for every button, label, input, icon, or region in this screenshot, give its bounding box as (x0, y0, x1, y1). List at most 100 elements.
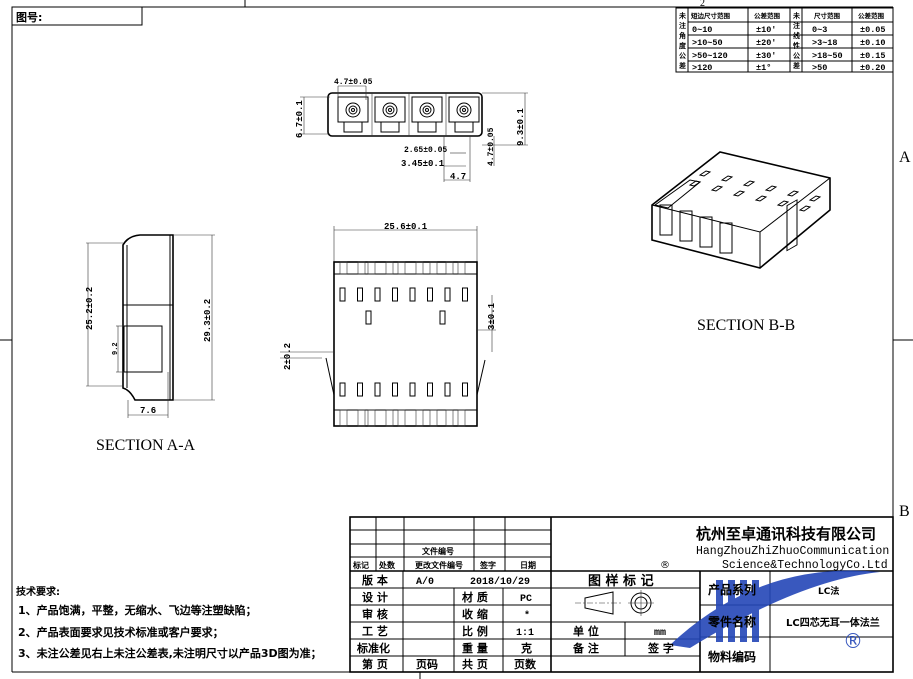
latch-window (444, 382, 451, 397)
linear-side-label-char: 注 (793, 21, 800, 30)
angle-range-cell: 0~10 (692, 25, 712, 35)
company-name-en-1: HangZhouZhiZhuoCommunication (696, 545, 889, 558)
scale-label: 比 例 (462, 624, 488, 638)
unit-value: mm (654, 628, 666, 639)
dim-2: 2±0.2 (283, 343, 293, 370)
rev-header-mark: 标记 (352, 560, 369, 570)
tech-note-1: 1、产品饱满，平整，无缩水、飞边等注塑缺陷； (18, 603, 257, 617)
dim-47: 4.7 (450, 172, 466, 182)
port-opening (719, 222, 733, 254)
date-value: 2018/10/29 (470, 576, 530, 588)
top-view (300, 85, 528, 182)
sign-label: 签 字 (647, 641, 674, 655)
tolerance-table: 未注角度公差未注线性公差短边尺寸范围公差范围尺寸范围公差范围0~10±10′0~… (675, 7, 894, 73)
tech-notes-title: 技术要求: (16, 585, 60, 598)
latch-window (357, 287, 363, 302)
latch-window (462, 382, 468, 397)
company-name-cn: 杭州至卓通讯科技有限公司 (696, 525, 876, 543)
page-label: 第 页 (362, 657, 388, 671)
weight-value: 克 (521, 641, 532, 655)
front-view (280, 226, 496, 427)
rev-header-sign: 签字 (479, 560, 496, 570)
angle-side-label-char: 度 (679, 41, 687, 50)
latch-window (339, 287, 346, 302)
lc-port (411, 96, 443, 123)
linear-range-cell: >3~18 (812, 38, 838, 48)
dim-265: 2.65±0.05 (404, 146, 447, 155)
latch-window (427, 287, 433, 302)
material-label: 材 质 (462, 590, 488, 604)
svg-text:®: ® (843, 629, 863, 653)
file-no-label: 文件编号 (422, 546, 454, 556)
page-no: 页码 (416, 658, 438, 671)
remark-label: 备 注 (572, 641, 599, 655)
grid-ref-a: A (899, 149, 911, 166)
linear-tol-cell: ±0.20 (860, 63, 886, 73)
angle-side-label-char: 角 (679, 31, 686, 40)
rev-header-date: 日期 (520, 560, 536, 570)
latch-window (339, 382, 346, 397)
linear-range-cell: >50 (812, 63, 827, 73)
dim-3: 3±0.1 (487, 302, 497, 330)
linear-tol-cell: ±0.10 (860, 38, 886, 48)
angle-tol-cell: ±10′ (756, 25, 776, 35)
company-name-en-2: Science&TechnologyCo.Ltd (722, 559, 888, 572)
dim-293: 29.3±0.2 (203, 299, 213, 342)
linear-header-tol: 公差范围 (858, 11, 885, 20)
dim-width: 25.6±0.1 (384, 222, 428, 232)
angle-side-label-char: 注 (679, 21, 686, 30)
angle-range-cell: >10~50 (692, 38, 723, 48)
section-a-view (86, 234, 215, 418)
latch-window (374, 287, 381, 302)
latch-window (462, 287, 468, 302)
port-opening (699, 216, 713, 248)
lc-port (337, 96, 369, 123)
linear-side-label-char: 线 (793, 31, 800, 40)
drawing-no-label: 图号: (16, 11, 42, 24)
dim-76: 7.6 (140, 406, 156, 416)
section-a-title: SECTION A-A (96, 437, 196, 454)
latch-window (357, 382, 363, 397)
latch-window (392, 287, 398, 302)
part-name-label: 零件名称 (707, 614, 756, 629)
unit-label: 单 位 (573, 624, 599, 638)
linear-tol-cell: ±0.15 (860, 51, 886, 61)
latch-window (409, 382, 416, 397)
angle-side-label-char: 公 (679, 52, 686, 60)
latch-window (392, 382, 398, 397)
rev-header-change-no: 更改文件编号 (415, 560, 463, 570)
design-label: 设 计 (362, 590, 388, 604)
section-b-3d-view (651, 151, 831, 269)
linear-range-cell: >18~50 (812, 51, 843, 61)
linear-header-range: 尺寸范围 (814, 11, 841, 20)
part-name-value: LC四芯无耳一体法兰 (786, 616, 880, 629)
version-value: A/0 (416, 576, 434, 588)
process-label: 工 艺 (362, 624, 388, 638)
angle-tol-cell: ±20′ (756, 38, 776, 48)
rev-header-count: 处数 (378, 560, 396, 570)
grid-ref-top: 2 (700, 0, 705, 9)
grid-ref-b: B (899, 503, 910, 520)
registered-mark: ® (660, 560, 670, 571)
product-series-value: LC法 (818, 585, 839, 597)
section-b-title: SECTION B-B (697, 317, 795, 334)
latch-window (374, 382, 381, 397)
linear-tol-cell: ±0.05 (860, 25, 886, 35)
standard-label: 标准化 (356, 641, 390, 655)
product-series-label: 产品系列 (708, 582, 756, 597)
angle-tol-cell: ±1° (756, 63, 771, 73)
material-value: PC (520, 594, 532, 605)
angle-header-range: 短边尺寸范围 (691, 11, 731, 20)
linear-side-label-char: 性 (793, 41, 800, 50)
linear-side-label-char: 未 (793, 11, 801, 20)
lc-port (448, 96, 480, 123)
version-label: 版 本 (362, 573, 388, 587)
total-pages-label: 共 页 (462, 657, 488, 671)
angle-tol-cell: ±30′ (756, 51, 776, 61)
linear-range-cell: 0~3 (812, 25, 827, 35)
angle-range-cell: >50~120 (692, 51, 728, 61)
scale-value: 1:1 (516, 628, 534, 639)
angle-header-tol: 公差范围 (754, 11, 781, 20)
latch-window (444, 287, 451, 302)
